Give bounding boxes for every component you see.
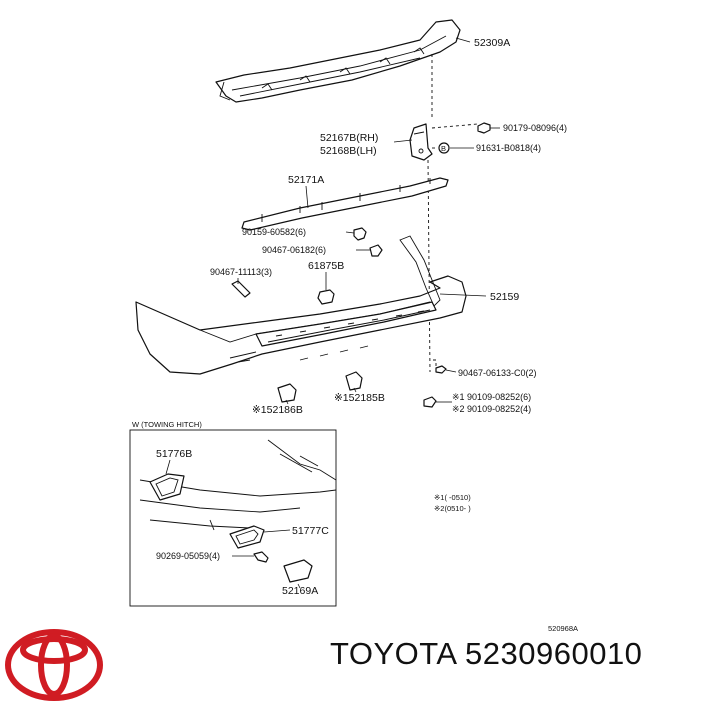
leader-52159 (439, 293, 487, 297)
leader-52167B (393, 139, 413, 143)
clip-90467-b (231, 280, 251, 298)
nut-91631: B (438, 142, 450, 154)
bracket-52186B (277, 383, 297, 403)
clip-90159 (353, 227, 367, 241)
assembly-line-5 (430, 359, 437, 372)
assembly-line-3 (431, 123, 479, 129)
inset-frame (129, 429, 337, 607)
toyota-logo-icon (5, 629, 103, 701)
bracket-52167B (409, 123, 433, 161)
towing-hitch-inset (129, 429, 337, 607)
label-90467-b: 90467-11113(3) (210, 267, 272, 277)
bolt-90179 (477, 122, 491, 134)
brand-caption: TOYOTA 5230960010 (330, 636, 642, 672)
label-52169A: 52169A (282, 585, 318, 597)
bumper-cover-52159 (135, 235, 467, 375)
label-90269: 90269-05059(4) (156, 551, 220, 561)
bracket-52185B (345, 371, 363, 391)
label-51777C: 51777C (292, 525, 329, 537)
label-90159: 90159-60582(6) (242, 227, 306, 237)
label-90467-a: 90467-06182(6) (262, 245, 326, 255)
bolt-90109 (423, 396, 437, 408)
retainer-52171A (241, 177, 449, 231)
note-2: ※2(0510- ) (434, 504, 471, 513)
label-52309A: 52309A (474, 37, 510, 49)
inset-title: W (TOWING HITCH) (132, 420, 202, 429)
label-52185B: ※152185B (334, 392, 385, 404)
reinforcement-52309A (215, 19, 461, 103)
label-52167B: 52167B(RH) (320, 132, 378, 144)
brand-name: TOYOTA (330, 636, 456, 671)
assembly-line-2 (427, 159, 431, 373)
label-51776B: 51776B (156, 448, 192, 460)
label-61875B: 61875B (308, 260, 344, 272)
clip-90467-a (369, 244, 383, 257)
cover-61875B (317, 289, 335, 305)
bolt-90467-c (435, 365, 447, 374)
diagram-code: 520968A (548, 624, 578, 633)
leader-52171A (305, 185, 309, 209)
label-52168B: 52168B(LH) (320, 145, 377, 157)
label-52171A: 52171A (288, 174, 324, 186)
label-90179: 90179-08096(4) (503, 123, 567, 133)
label-90109-b: ※2 90109-08252(4) (452, 404, 531, 414)
label-52186B: ※152186B (252, 404, 303, 416)
nut-badge: B (441, 144, 446, 153)
label-52159: 52159 (490, 291, 519, 303)
label-91631: 91631-B0818(4) (476, 143, 541, 153)
leader-52309A (455, 37, 471, 43)
label-90109-a: ※1 90109-08252(6) (452, 392, 531, 402)
part-number: 5230960010 (465, 636, 643, 671)
label-90467-c: 90467-06133-C0(2) (458, 368, 537, 378)
note-1: ※1( -0510) (434, 493, 471, 502)
